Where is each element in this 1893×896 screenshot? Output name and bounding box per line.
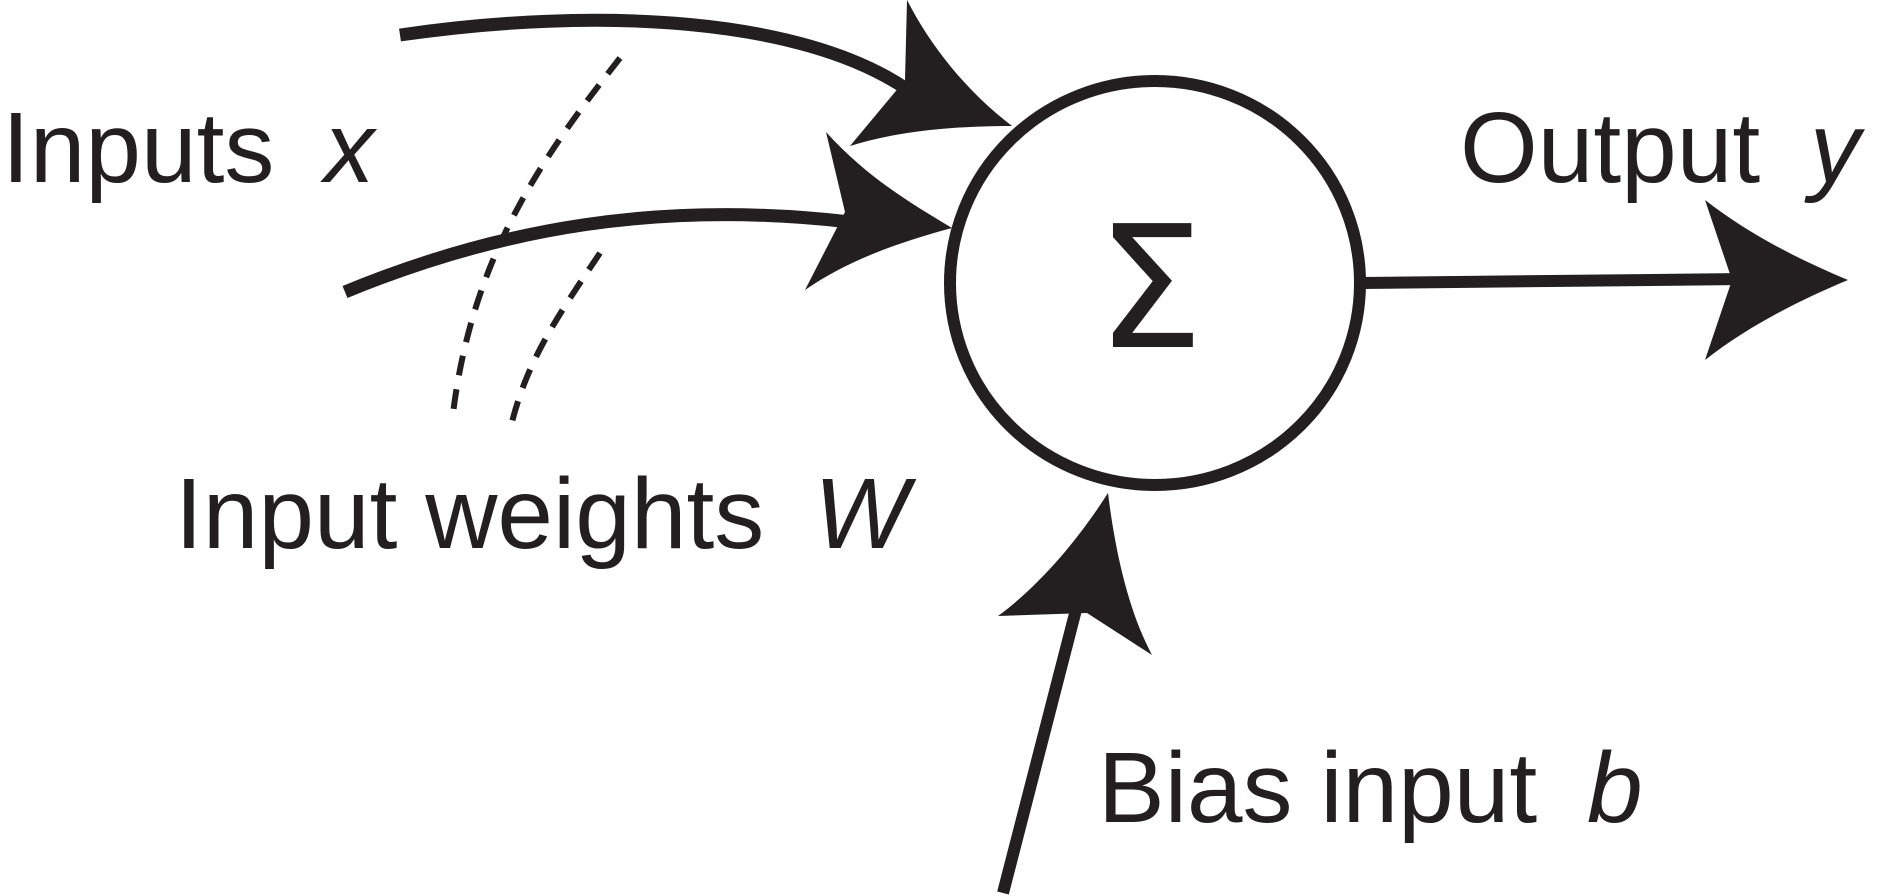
input-arrow-lower-head xyxy=(805,132,952,290)
bias-variable: b xyxy=(1587,732,1643,844)
input-arrow-upper xyxy=(399,13,909,94)
bias-arrow xyxy=(997,600,1084,895)
output-label: Output y xyxy=(1460,92,1866,204)
output-variable: y xyxy=(1804,92,1866,204)
inputs-label-text: Inputs xyxy=(2,92,274,204)
weights-label-text: Input weights xyxy=(175,458,764,570)
weight-dashed-line-1 xyxy=(449,56,623,423)
bias-arrow-head xyxy=(998,493,1152,655)
bias-label-text: Bias input xyxy=(1098,732,1537,844)
bias-label: Bias input b xyxy=(1098,732,1643,844)
weights-variable: W xyxy=(814,458,917,570)
sigma-symbol: Σ xyxy=(1096,190,1203,388)
output-arrow-head xyxy=(1705,200,1848,360)
input-arrow-lower xyxy=(342,208,851,299)
weights-label: Input weights W xyxy=(175,458,917,570)
summation-node xyxy=(944,75,1366,491)
output-label-text: Output xyxy=(1460,92,1760,204)
inputs-label: Inputs x xyxy=(2,92,377,204)
inputs-variable: x xyxy=(320,92,377,204)
weight-dashed-line-2 xyxy=(509,251,603,423)
output-arrow xyxy=(1361,273,1746,289)
input-arrow-upper-head xyxy=(850,0,1012,146)
